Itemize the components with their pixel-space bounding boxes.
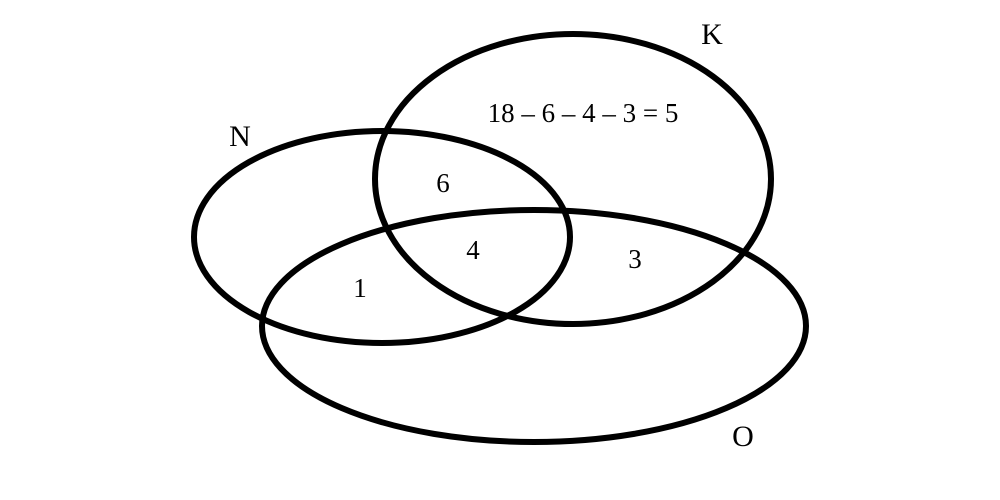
set-k-ellipse — [372, 31, 774, 327]
set-n-ellipse — [191, 128, 573, 346]
region-k-only-value: 18 – 6 – 4 – 3 = 5 — [488, 98, 679, 128]
region-n-and-k-and-o-value: 4 — [466, 235, 480, 265]
set-n-label: N — [229, 120, 251, 153]
region-n-and-o-value: 1 — [353, 273, 367, 303]
region-n-and-k-value: 6 — [436, 168, 450, 198]
set-o-ellipse — [259, 207, 809, 445]
set-k-label: K — [701, 18, 723, 51]
set-o-label: O — [732, 420, 754, 453]
region-k-and-o-value: 3 — [628, 244, 642, 274]
